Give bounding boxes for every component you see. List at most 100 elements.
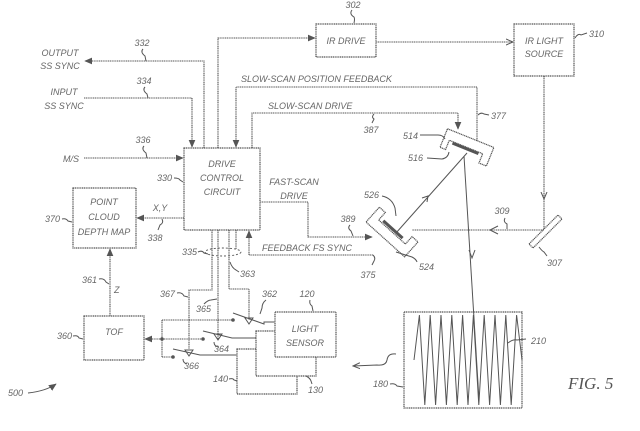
leader-302 [350,9,355,24]
output-ss-sync-line [85,61,205,148]
ref-334: 334 [136,76,151,86]
drive-control-label-1: DRIVE [208,159,237,169]
ir-drive-label: IR DRIVE [326,36,366,46]
ref-336: 336 [135,135,150,145]
input-ss-sync-label-1: INPUT [51,87,80,97]
ref-363: 363 [240,269,255,279]
point-cloud-label-3: DEPTH MAP [78,227,131,237]
leader-375 [371,254,376,266]
light-sensor-block: LIGHT SENSOR [274,311,337,358]
ref-309: 309 [494,206,509,216]
fast-scan-mirror-surface-526 [382,219,404,240]
ref-338: 338 [147,233,162,243]
ref-367: 367 [160,289,176,299]
leader-307 [538,246,548,257]
switch-366-blade [172,348,237,356]
z-label: Z [113,285,120,295]
leader-120 [309,299,314,312]
fast-scan-drive-label-1: FAST-SCAN [269,177,319,187]
control-line-363 [228,230,250,320]
leader-334 [143,86,149,99]
feedback-fs-sync-label: FEEDBACK FS SYNC [262,243,353,253]
ref-361: 361 [82,275,97,285]
leader-210 [507,338,527,344]
ref-302: 302 [345,0,360,10]
leader-524 [395,251,418,263]
leader-360 [72,335,84,340]
beam-to-scan-field-arrow [468,249,476,260]
leader-500 [27,384,56,394]
switch-362-actuator [244,317,254,325]
slow-scan-mirror-514 [439,127,495,167]
drive-control-label-2: CONTROL [200,173,244,183]
ref-332: 332 [134,38,149,48]
ref-362: 362 [262,289,277,299]
slow-scan-drive-line [251,112,458,148]
leader-332 [141,48,147,62]
leader-130 [305,375,313,385]
ref-307: 307 [547,258,563,268]
slow-scan-position-feedback-label: SLOW-SCAN POSITION FEEDBACK [241,74,393,84]
leader-330 [173,177,184,183]
drive-control-label-3: CIRCUIT [204,187,242,197]
ref-365: 365 [196,304,212,314]
bus-ellipse-335 [204,247,242,257]
ref-389: 389 [340,214,355,224]
ir-drive-block: IR DRIVE [315,23,377,58]
switch-364-contact [201,337,205,341]
fold-mirror-307 [528,214,563,249]
ref-377: 377 [491,111,507,121]
xy-label: X,Y [152,203,169,213]
ref-140: 140 [213,374,228,384]
light-sensor-label-2: SENSOR [286,338,325,348]
fast-scan-drive-line [260,201,372,237]
point-cloud-depth-map-block: POINT CLOUD DEPTH MAP [72,187,137,249]
output-ss-sync-label-1: OUTPUT [42,48,81,58]
beam-309-arrow [488,225,499,235]
light-sensor-label-1: LIGHT [292,324,320,334]
ref-330: 330 [157,173,172,183]
fast-scan-drive-label-2: DRIVE [280,191,309,201]
leader-335 [197,250,209,255]
ref-366: 366 [184,361,199,371]
drive-control-circuit-block: DRIVE CONTROL CIRCUIT [183,147,261,231]
input-ss-sync-line [84,97,192,147]
control-to-ir-drive-line [217,38,315,148]
switch-366-contact [171,355,175,359]
fast-scan-mirror-524 [365,206,419,258]
leader-336 [142,145,148,159]
ref-500: 500 [8,388,23,398]
leader-180 [389,383,404,388]
switch-364-blade [202,330,256,339]
ms-label: M/S [63,154,79,164]
point-cloud-label-2: CLOUD [88,212,120,222]
leader-367 [176,292,189,298]
ref-524: 524 [419,262,434,272]
ref-526: 526 [364,190,379,200]
beam-fast-to-slow [395,152,468,234]
leader-377 [477,112,490,116]
leader-364 [213,341,219,348]
leader-387 [371,113,375,124]
ref-180: 180 [373,379,388,389]
ref-335: 335 [182,247,198,257]
leader-361 [98,278,110,285]
light-return-arrow [353,353,397,366]
ir-light-source-label-2: SOURCE [525,49,565,59]
switch-366-actuator [184,349,194,357]
tof-block: TOF [83,315,145,361]
ref-364: 364 [214,344,229,354]
leader-366 [182,358,188,365]
output-ss-sync-label-2: SS SYNC [40,61,80,71]
leader-365 [203,298,218,305]
switch-362-contact [231,318,235,322]
ref-370: 370 [45,214,60,224]
leader-516 [426,151,450,160]
ref-514: 514 [403,131,418,141]
tof-label: TOF [105,327,123,337]
point-cloud-label-1: POINT [90,197,119,207]
leader-338 [157,218,164,231]
ref-387: 387 [363,125,379,135]
leader-389 [348,224,354,237]
